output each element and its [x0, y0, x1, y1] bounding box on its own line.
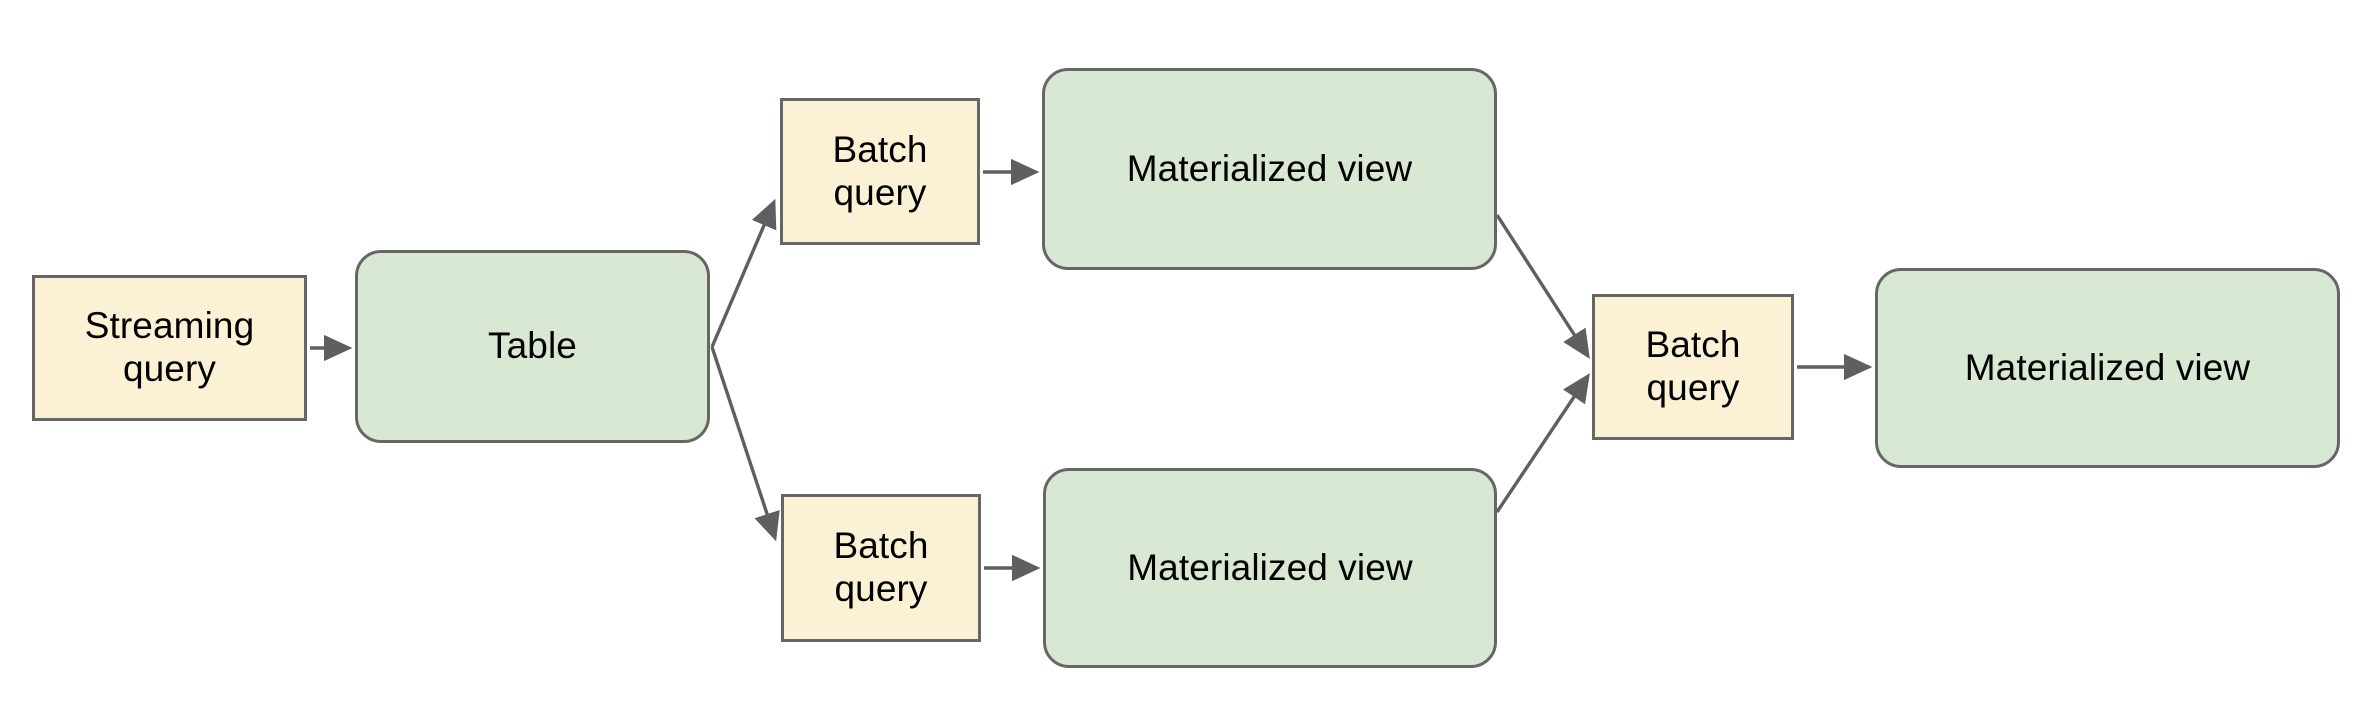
node-batch-query-bottom[interactable]: Batch query — [781, 494, 981, 642]
node-streaming-query[interactable]: Streaming query — [32, 275, 307, 421]
node-materialized-view-final-label: Materialized view — [1964, 346, 2251, 388]
node-materialized-view-top-label: Materialized view — [1126, 147, 1413, 189]
node-materialized-view-top[interactable]: Materialized view — [1042, 68, 1497, 270]
node-batch-query-center[interactable]: Batch query — [1592, 294, 1794, 440]
node-batch-query-bottom-label: Batch query — [833, 525, 929, 609]
node-materialized-view-bottom-label: Materialized view — [1127, 546, 1413, 588]
node-table[interactable]: Table — [355, 250, 710, 443]
node-materialized-view-bottom[interactable]: Materialized view — [1043, 468, 1497, 668]
edge-table-to-batch-top — [710, 198, 777, 348]
node-batch-query-center-label: Batch query — [1645, 324, 1741, 408]
node-table-label: Table — [488, 325, 577, 367]
edge-mv-bottom-to-batch-center — [1495, 373, 1590, 513]
node-materialized-view-final[interactable]: Materialized view — [1875, 268, 2340, 468]
node-batch-query-top[interactable]: Batch query — [780, 98, 980, 245]
node-batch-query-top-label: Batch query — [832, 128, 928, 213]
edge-mv-top-to-batch-center — [1495, 214, 1590, 359]
node-streaming-query-label: Streaming query — [84, 305, 255, 389]
edge-table-to-batch-bottom — [710, 346, 780, 542]
